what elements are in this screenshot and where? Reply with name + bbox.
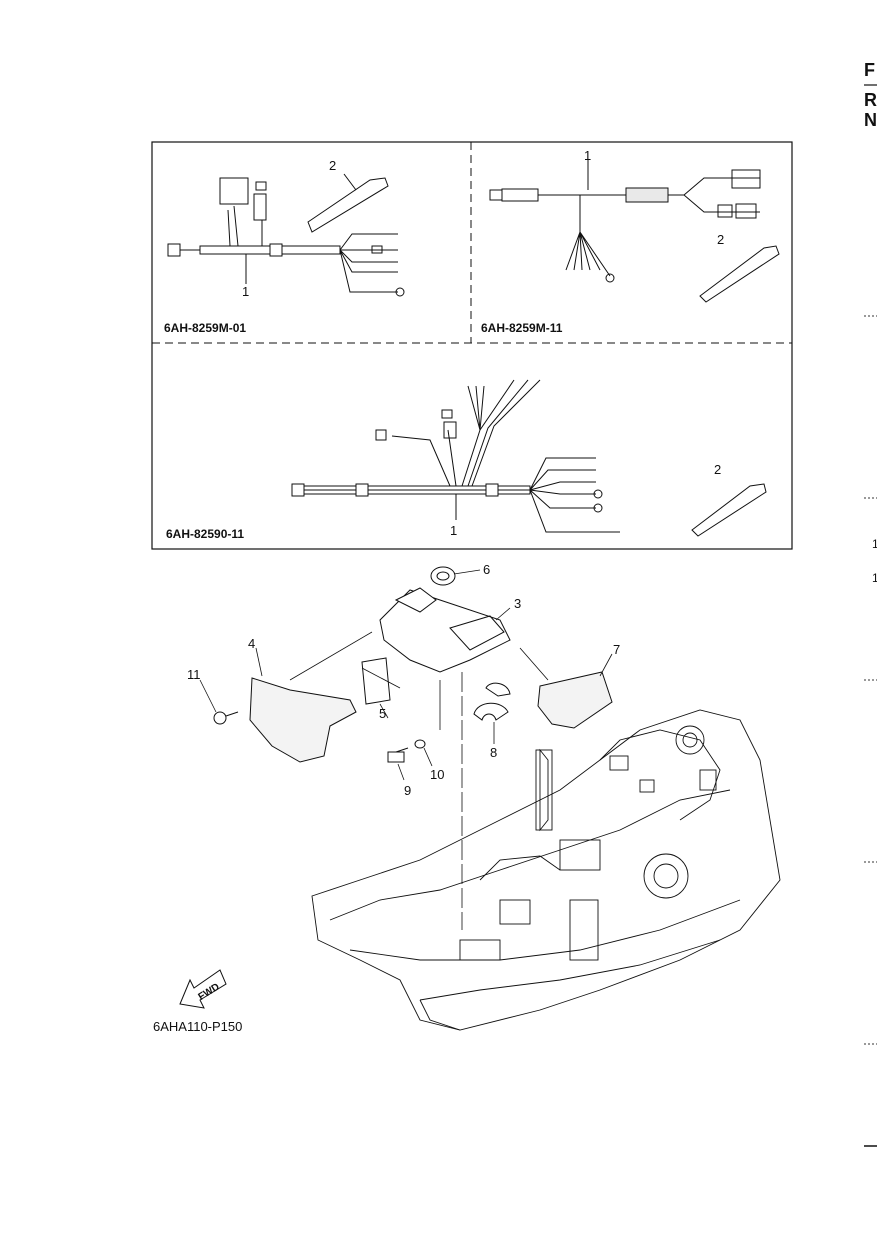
harness-frame [151, 141, 793, 550]
callout-9: 9 [404, 783, 411, 798]
harness-panel-1 [167, 173, 405, 297]
figure-id: 6AHA110-P150 [153, 1019, 242, 1034]
callout-3: 3 [514, 596, 521, 611]
panel-3-code: 6AH-82590-11 [166, 527, 244, 541]
callout-6: 6 [483, 562, 490, 577]
margin-digit-2: 1 [872, 571, 877, 585]
panel-2-code: 6AH-8259M-11 [481, 321, 563, 335]
panel-3-callout-2: 2 [714, 462, 721, 477]
engine-block [311, 709, 781, 1031]
panel-1-callout-2: 2 [329, 158, 336, 173]
harness-panel-3 [291, 379, 767, 537]
panel-2-callout-2: 2 [717, 232, 724, 247]
harness-panel-2 [489, 160, 780, 303]
assembly-leaders [199, 569, 613, 930]
edge-letter-r: R [864, 90, 877, 110]
edge-letter-f: F [864, 60, 875, 80]
forward-arrow-icon: FWD [179, 969, 227, 1009]
panel-3-callout-1: 1 [450, 523, 457, 538]
panel-2-callout-1: 1 [584, 148, 591, 163]
panel-1-code: 6AH-8259M-01 [164, 321, 246, 335]
callout-11: 11 [187, 667, 201, 682]
margin-dashes [864, 315, 877, 1045]
callout-8: 8 [490, 745, 497, 760]
callout-4: 4 [248, 636, 255, 651]
callout-7: 7 [613, 642, 620, 657]
edge-letter-n: N [864, 110, 877, 130]
bracket-assembly [213, 566, 613, 763]
panel-1-callout-1: 1 [242, 284, 249, 299]
callout-10: 10 [430, 767, 444, 782]
callout-5: 5 [379, 706, 386, 721]
margin-digit-1: 1 [872, 537, 877, 551]
